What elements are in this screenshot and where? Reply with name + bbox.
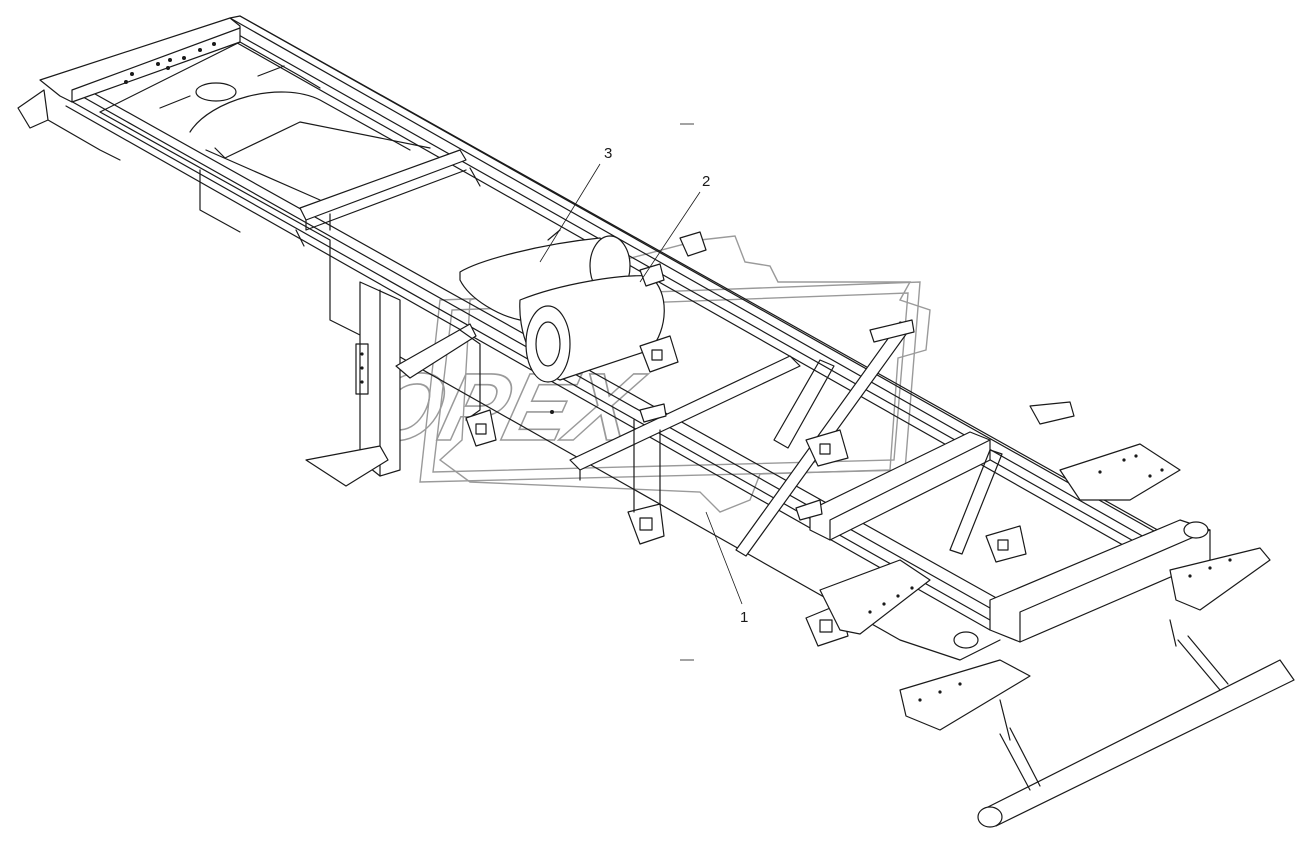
front-floor-panel	[99, 41, 431, 201]
callout-3: 3	[539, 145, 612, 263]
spring-hanger-3	[639, 335, 679, 373]
spring-hanger-1	[465, 409, 497, 447]
spring-hanger-4	[805, 429, 849, 467]
callout-1-label: 1	[740, 609, 748, 626]
crossmember-1	[299, 149, 467, 231]
spring-hanger-2	[627, 419, 665, 545]
underrun-bar	[977, 619, 1295, 828]
rear-bumper-brackets	[899, 547, 1271, 731]
crossmember-2	[569, 355, 801, 481]
callout-2-label: 2	[702, 173, 710, 190]
rear-support-column	[305, 281, 401, 487]
side-bracket	[395, 323, 481, 421]
callout-3-label: 3	[604, 145, 612, 162]
callout-2: 2	[639, 173, 710, 283]
rear-right-flange	[819, 559, 931, 635]
spring-hanger-6	[985, 525, 1027, 563]
tank-item-2	[519, 275, 665, 414]
upper-brackets	[295, 167, 1075, 521]
crossmember-3	[809, 431, 991, 541]
front-crossmember	[17, 17, 241, 161]
callout-1: 1	[705, 511, 748, 626]
rear-left-flange	[1059, 443, 1181, 501]
